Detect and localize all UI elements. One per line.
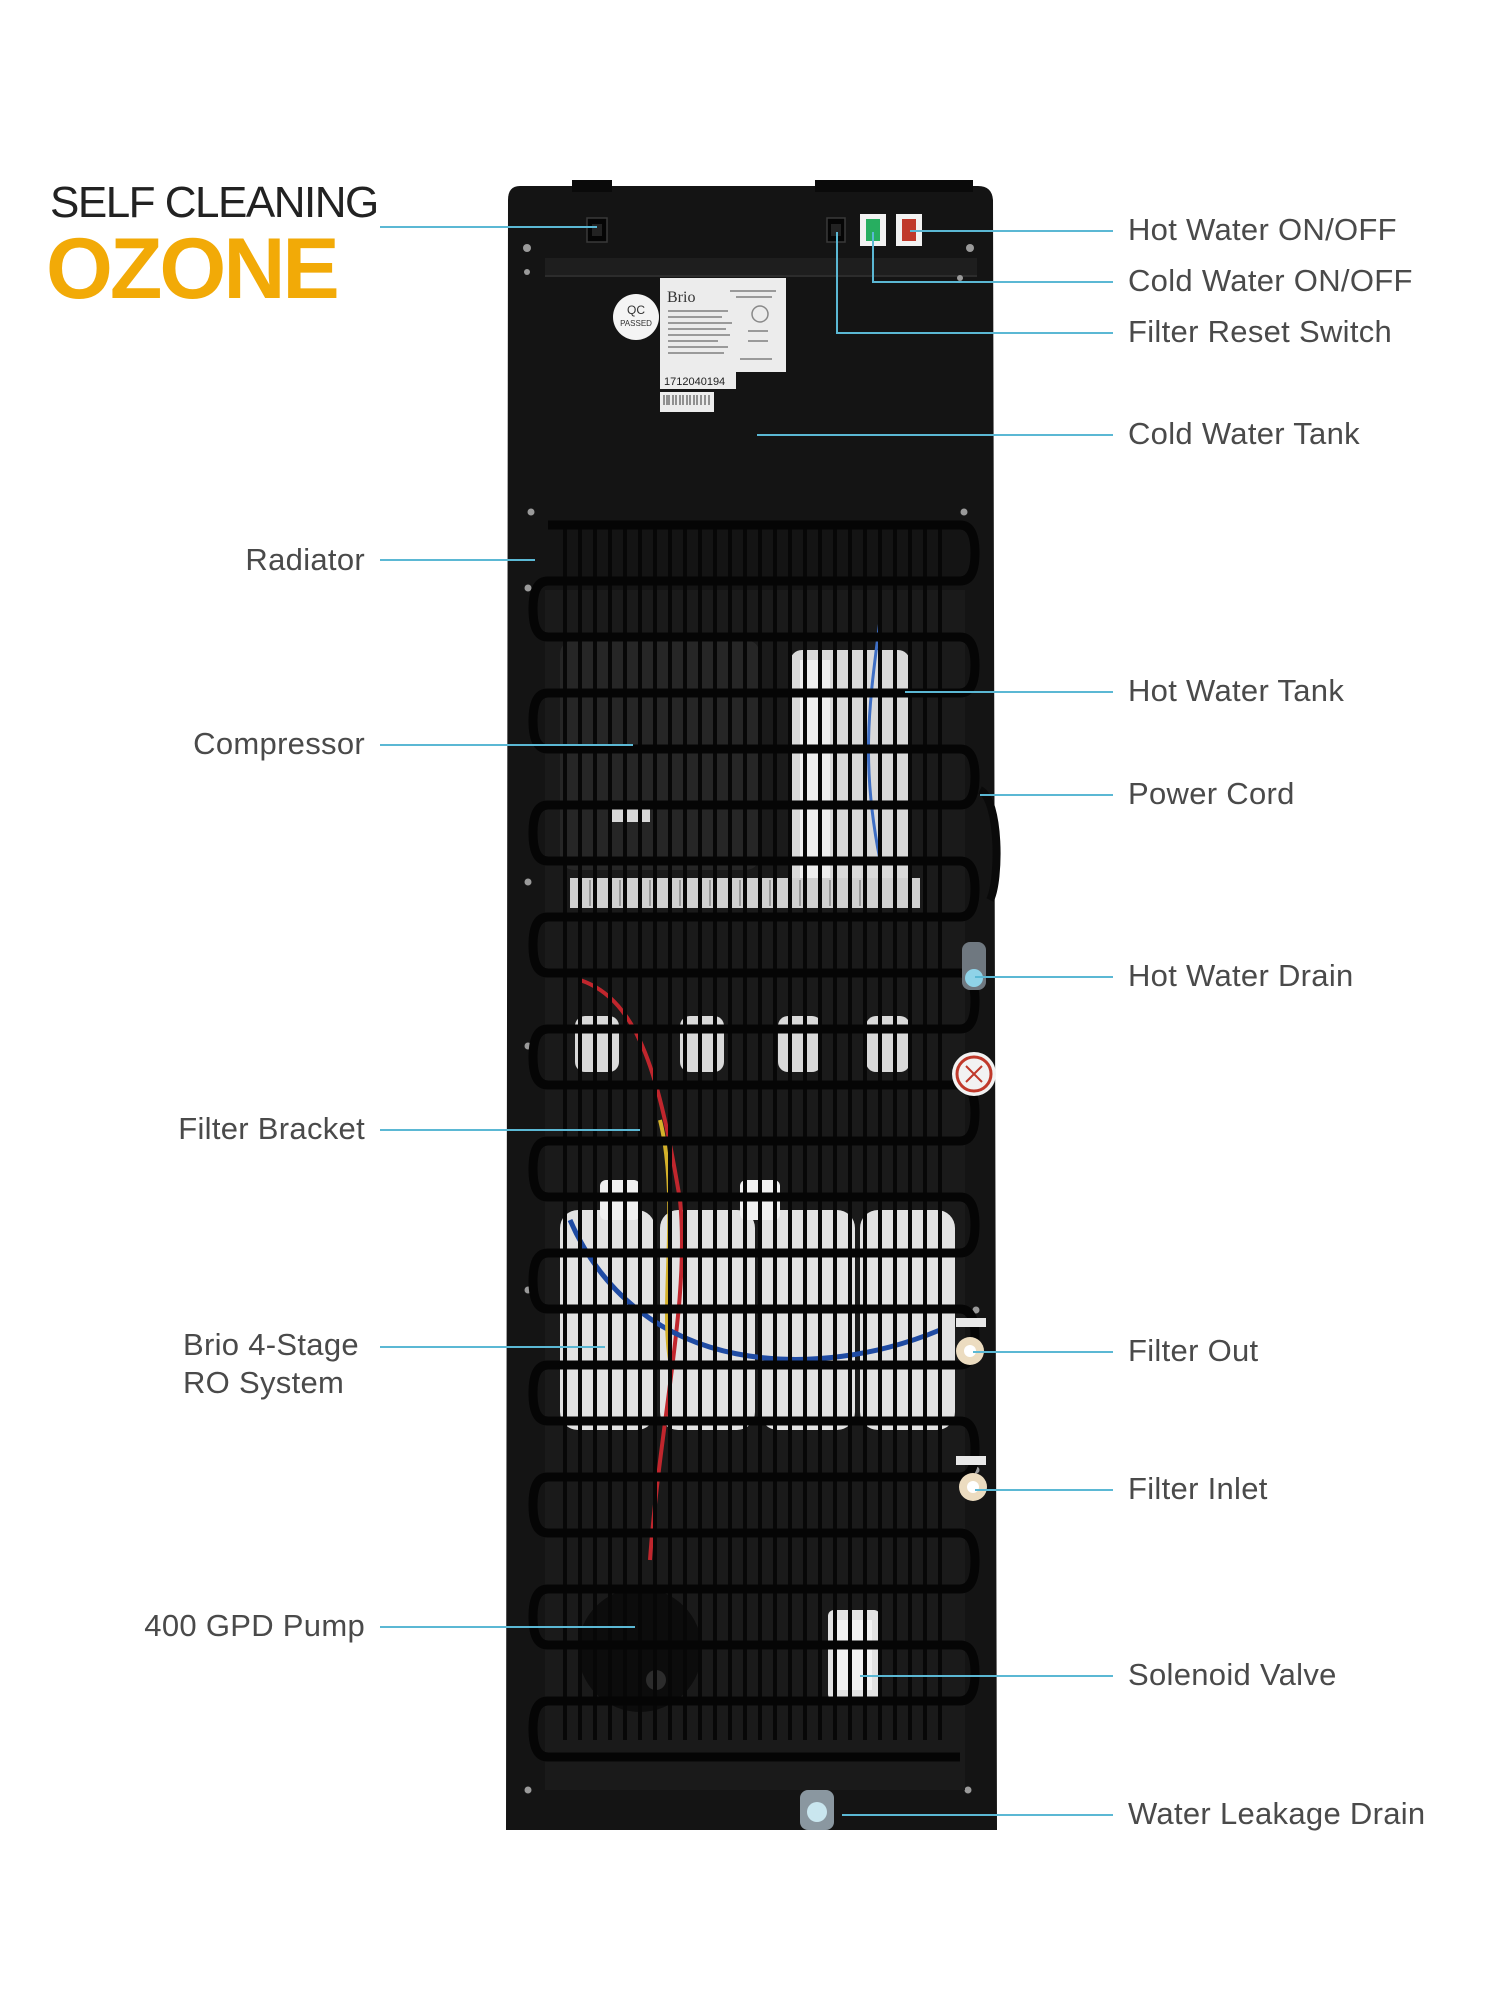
- filter-reset-switch-box: [586, 217, 608, 243]
- condenser-coil: [528, 520, 980, 1762]
- label-solenoid-valve: Solenoid Valve: [1128, 1657, 1337, 1692]
- barcode-sticker: [660, 392, 714, 412]
- serial-sticker: [660, 372, 736, 389]
- label-hot-water-drain: Hot Water Drain: [1128, 958, 1354, 993]
- label-hot-water-switch: Hot Water ON/OFF: [1128, 212, 1397, 247]
- logo-self-cleaning: SELF CLEANING: [50, 178, 379, 227]
- qc-text: QC: [627, 303, 645, 317]
- label-pump: 400 GPD Pump: [144, 1608, 365, 1643]
- warning-sticker: [952, 1052, 996, 1096]
- label-hot-water-tank: Hot Water Tank: [1128, 673, 1345, 708]
- label-water-leakage-drain: Water Leakage Drain: [1128, 1796, 1426, 1831]
- top-panel-ridge: [545, 258, 977, 276]
- product-label: [660, 278, 786, 372]
- top-vent-right: [815, 180, 973, 192]
- label-filter-bracket: Filter Bracket: [178, 1111, 365, 1146]
- label-cold-water-switch: Cold Water ON/OFF: [1128, 263, 1413, 298]
- label-filter-out: Filter Out: [1128, 1333, 1259, 1368]
- qc-sticker: [613, 294, 659, 340]
- label-filter-inlet: Filter Inlet: [1128, 1471, 1268, 1506]
- label-filter-reset-switch: Filter Reset Switch: [1128, 314, 1393, 349]
- water-leakage-drain-fitting: [800, 1790, 834, 1830]
- leader-lines: [380, 226, 1113, 1816]
- label-radiator: Radiator: [245, 542, 365, 577]
- qc-passed-text: PASSED: [620, 319, 652, 328]
- label-cold-water-tank: Cold Water Tank: [1128, 416, 1360, 451]
- hot-water-drain-fitting: [962, 942, 986, 990]
- serial-text: 1712040194: [664, 376, 725, 388]
- logo-ozone: OZONE: [46, 221, 340, 317]
- hot-switch-control: [896, 214, 922, 246]
- label-brand-text: Brio: [667, 289, 695, 306]
- label-power-cord: Power Cord: [1128, 776, 1295, 811]
- label-compressor: Compressor: [193, 726, 365, 761]
- filter-out-fitting: [956, 1318, 986, 1365]
- label-ro-system: Brio 4-Stage RO System: [183, 1327, 359, 1400]
- top-vent-left: [572, 180, 612, 192]
